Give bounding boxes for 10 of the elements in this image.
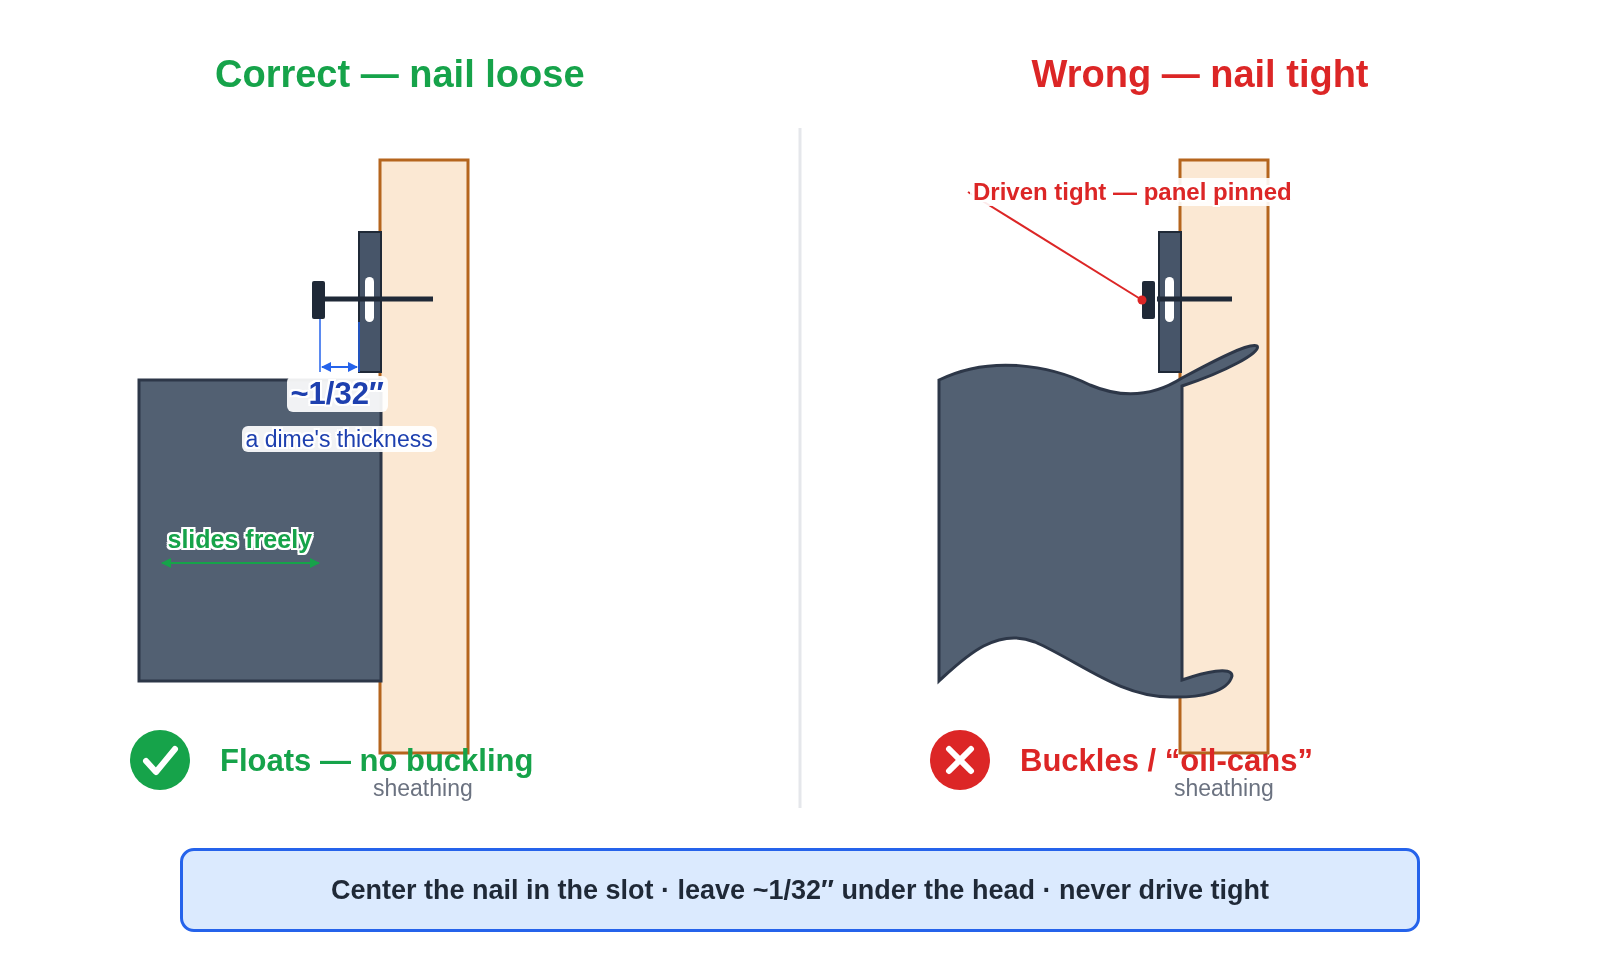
leader-line — [967, 191, 1147, 305]
tip-banner: Center the nail in the slot · leave ~1/32″ under the head · never drive tight — [180, 848, 1420, 932]
heading: Wrong — nail tight — [1031, 53, 1369, 97]
nail-head — [1142, 281, 1155, 319]
dimension-note: a dime's thickness — [241, 426, 437, 453]
dimension-label: ~1/32″ — [286, 376, 388, 412]
motion-label: slides freely — [167, 524, 313, 554]
result-label: Buckles / “oil-cans” — [1020, 743, 1313, 778]
heading: Correct — nail loose — [215, 53, 585, 97]
part-label: sheathing — [1174, 775, 1274, 802]
